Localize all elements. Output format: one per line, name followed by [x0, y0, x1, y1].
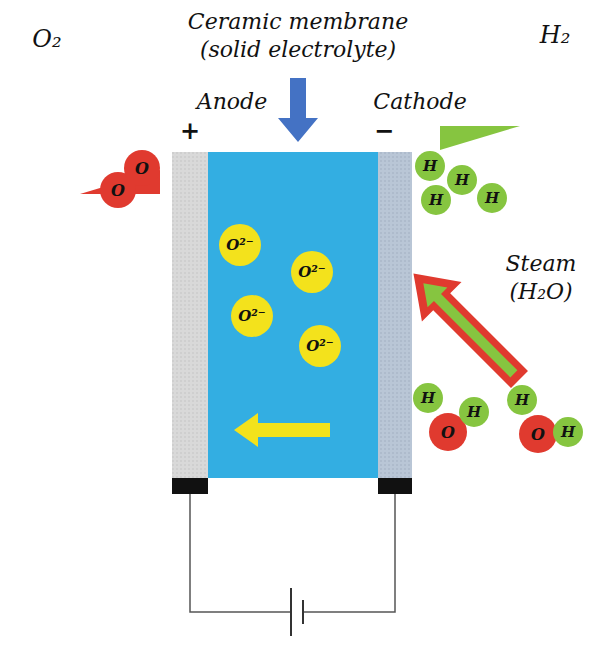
terminal	[172, 478, 208, 494]
oxygen-atom: O	[124, 150, 160, 186]
hydrogen-atom: H	[413, 383, 443, 413]
atom-label: H	[455, 171, 469, 189]
hydrogen-atom: H	[447, 165, 477, 195]
atom-label: H	[485, 189, 499, 207]
ion-flow-arrow	[234, 413, 330, 447]
atom-label: O²⁻	[226, 236, 254, 254]
battery-symbol	[302, 600, 304, 624]
hydrogen-atom: H	[459, 397, 489, 427]
oxide-ion: O²⁻	[299, 325, 341, 367]
oxygen-atom: O	[519, 415, 557, 453]
terminal	[378, 478, 412, 494]
hydrogen-atom: H	[477, 183, 507, 213]
membrane-pointer	[278, 78, 318, 142]
text-label: H₂	[530, 20, 580, 50]
oxide-ion: O²⁻	[219, 224, 261, 266]
atom-label: H	[429, 191, 443, 209]
atom-label: O²⁻	[298, 263, 326, 281]
battery-symbol	[290, 588, 292, 636]
text-label: Cathode	[370, 88, 470, 116]
atom-label: H	[467, 403, 481, 421]
hydrogen-atom: H	[415, 151, 445, 181]
hydrogen-atom: H	[553, 417, 583, 447]
atom-label: O²⁻	[306, 337, 334, 355]
oxide-ion: O²⁻	[231, 295, 273, 337]
text-label: Ceramic membrane (solid electrolyte)	[178, 8, 418, 63]
atom-label: O	[111, 181, 125, 200]
atom-label: O	[441, 423, 455, 442]
cathode-plate	[378, 152, 412, 478]
hydrogen-atom: H	[507, 385, 537, 415]
text-label: +	[178, 116, 202, 146]
text-label: Anode	[192, 88, 272, 116]
atom-label: H	[421, 389, 435, 407]
text-label: O₂	[22, 24, 72, 54]
oxide-ion: O²⁻	[291, 251, 333, 293]
text-label: Steam (H₂O)	[494, 250, 588, 305]
hydrogen-atom: H	[421, 185, 451, 215]
atom-label: O	[135, 159, 149, 178]
atom-label: O	[531, 425, 545, 444]
anode-plate	[172, 152, 208, 478]
hydrogen-outlet-arrow	[440, 126, 520, 150]
ceramic-membrane	[208, 152, 378, 478]
circuit-wire	[190, 494, 395, 612]
text-label: −	[372, 116, 396, 146]
atom-label: H	[515, 391, 529, 409]
atom-label: O²⁻	[238, 307, 266, 325]
atom-label: H	[561, 423, 575, 441]
atom-label: H	[423, 157, 437, 175]
